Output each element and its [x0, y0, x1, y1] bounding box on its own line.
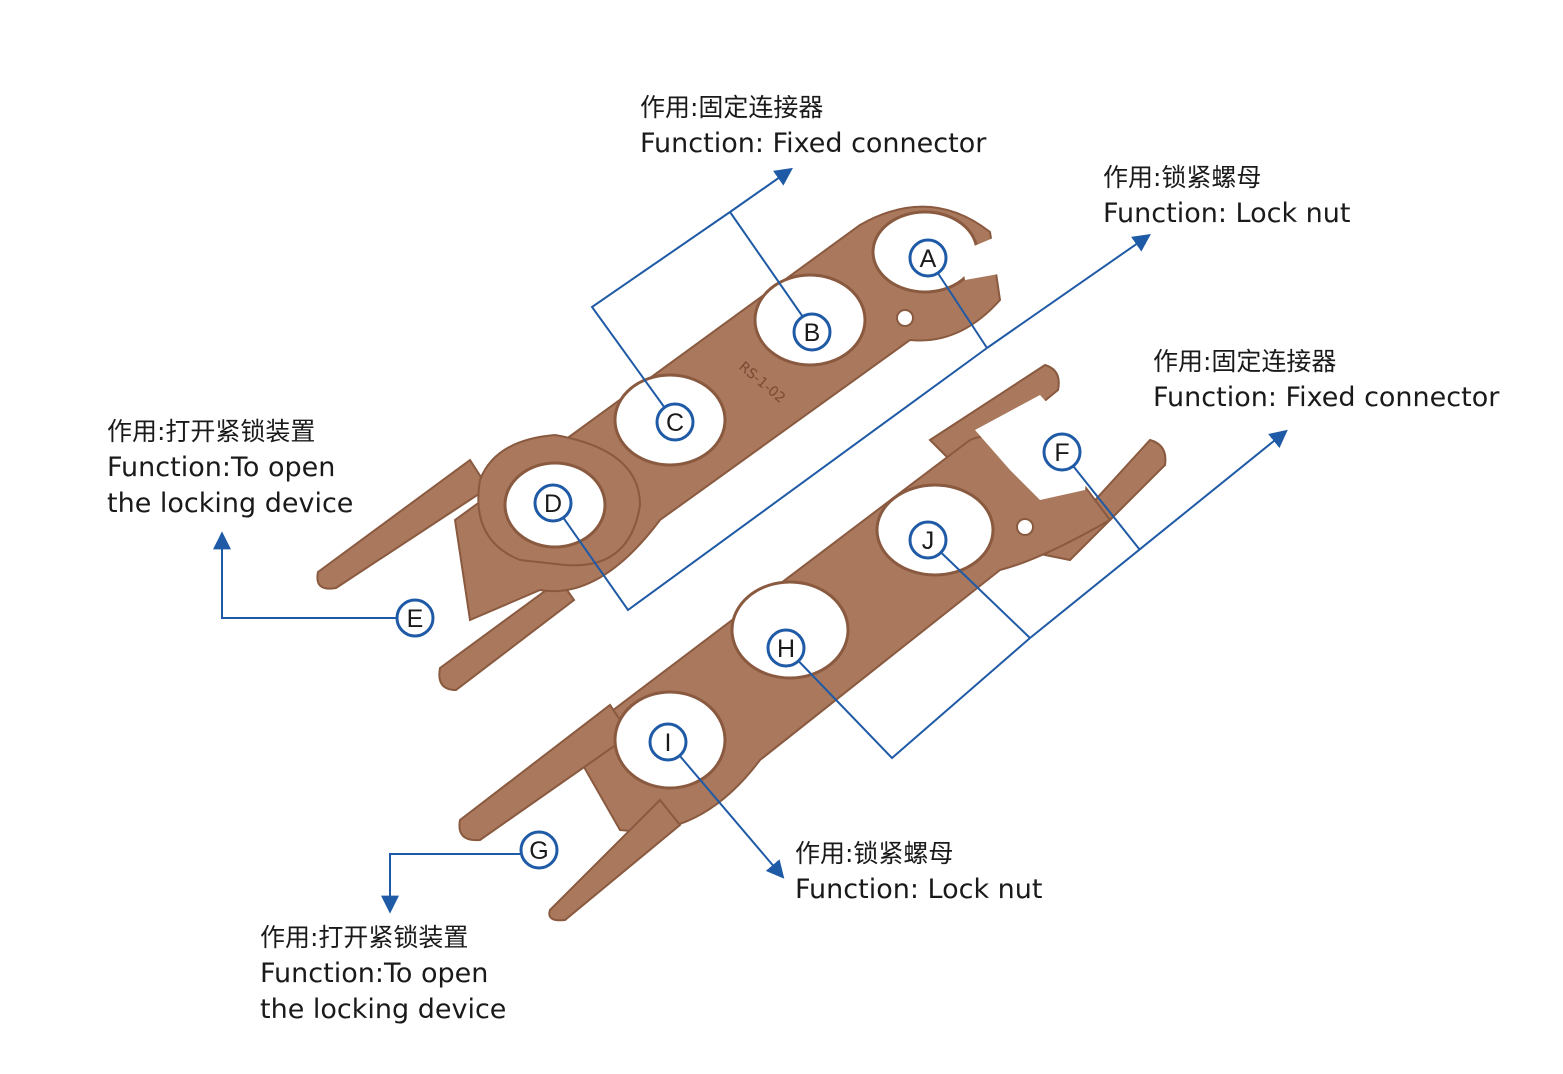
upper-tool: RS-1-02	[316, 205, 1012, 692]
leader-f	[1061, 451, 1141, 551]
svg-text:A: A	[920, 245, 937, 273]
marker-e: E	[395, 598, 435, 638]
arrow-bottom-mid	[667, 741, 785, 879]
caption-zh: 作用:打开紧锁装置	[107, 417, 316, 446]
marker-c: C	[655, 402, 695, 442]
caption-en-line2: the locking device	[107, 488, 354, 519]
leader-d	[552, 347, 988, 612]
svg-text:H: H	[777, 635, 795, 663]
caption-en-line1: Function:To open	[107, 452, 336, 483]
svg-text:F: F	[1054, 439, 1069, 467]
leader-lines	[213, 167, 1288, 914]
caption-en-line1: Function:To open	[260, 958, 489, 989]
svg-text:C: C	[666, 409, 684, 437]
markers: A B C D E F G H	[395, 238, 1082, 870]
caption-zh: 作用:打开紧锁装置	[260, 923, 469, 952]
caption-en: Function: Fixed connector	[640, 128, 987, 159]
caption-zh: 作用:锁紧螺母	[795, 839, 954, 868]
marker-f: F	[1042, 432, 1082, 472]
caption-zh: 作用:固定连接器	[640, 93, 824, 122]
arrow-right-mid	[1029, 429, 1288, 639]
svg-text:G: G	[529, 837, 548, 865]
caption-en-line2: the locking device	[260, 994, 507, 1025]
svg-text:J: J	[922, 527, 935, 555]
marker-b: B	[792, 312, 832, 352]
caption-bottom-mid: 作用:锁紧螺母 Function: Lock nut	[795, 836, 1042, 908]
caption-left: 作用:打开紧锁装置 Function:To open the locking d…	[107, 414, 353, 522]
marker-a: A	[908, 238, 948, 278]
svg-text:I: I	[665, 729, 672, 757]
leader-h	[785, 637, 1031, 760]
svg-text:D: D	[544, 490, 562, 518]
caption-en: Function: Lock nut	[1103, 198, 1351, 229]
leader-c	[590, 211, 731, 423]
caption-zh: 作用:锁紧螺母	[1103, 163, 1262, 192]
arrow-top-center	[729, 167, 793, 213]
marker-g: G	[519, 830, 559, 870]
lower-tool	[458, 363, 1167, 922]
marker-d: D	[533, 483, 573, 523]
caption-bottom-left: 作用:打开紧锁装置 Function:To open the locking d…	[260, 920, 506, 1028]
caption-right-mid: 作用:固定连接器 Function: Fixed connector	[1153, 344, 1499, 416]
marker-h: H	[766, 628, 806, 668]
caption-zh: 作用:固定连接器	[1153, 347, 1337, 376]
caption-top-right: 作用:锁紧螺母 Function: Lock nut	[1103, 160, 1350, 232]
arrow-top-right	[986, 233, 1151, 349]
svg-text:B: B	[804, 319, 821, 347]
caption-en: Function: Fixed connector	[1153, 382, 1500, 413]
arrow-bottom-left	[381, 853, 520, 914]
leader-j	[927, 539, 1031, 639]
leader-b	[729, 211, 813, 331]
marker-i: I	[648, 722, 688, 762]
marker-j: J	[908, 520, 948, 560]
caption-top-center: 作用:固定连接器 Function: Fixed connector	[640, 90, 986, 162]
svg-text:E: E	[407, 605, 424, 633]
caption-en: Function: Lock nut	[795, 874, 1043, 905]
arrow-left	[213, 531, 396, 619]
